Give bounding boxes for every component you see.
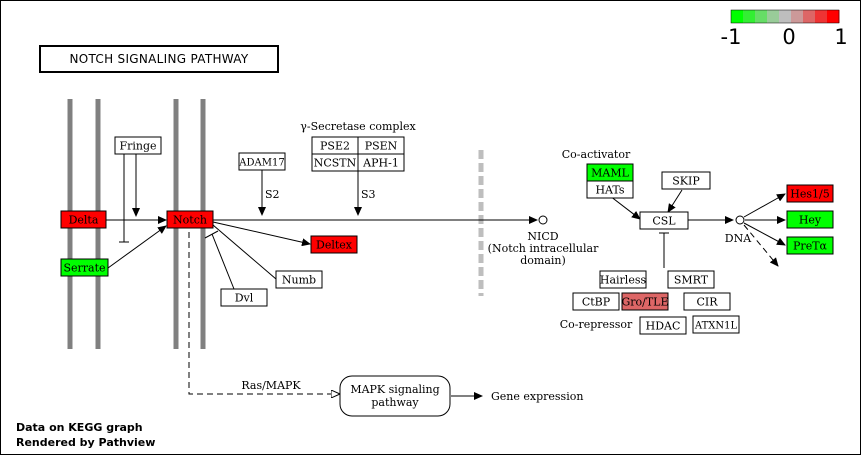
gene-pretalpha[interactable]: PreTα — [786, 236, 834, 255]
gene-hdac[interactable]: HDAC — [639, 316, 687, 335]
gene-label: Hey — [799, 214, 822, 227]
gene-label: Fringe — [119, 140, 156, 153]
mapk-pathway-node[interactable]: MAPK signaling pathway — [339, 375, 451, 417]
gene-label: CSL — [652, 215, 676, 228]
legend-mid-label: 0 — [782, 25, 795, 49]
gene-label: Gro/TLE — [621, 296, 668, 309]
gene-label: CIR — [696, 296, 718, 309]
gene-notch[interactable]: Notch — [166, 210, 214, 229]
gene-ctbp[interactable]: CtBP — [572, 292, 620, 311]
corepressor-label: Co-repressor — [560, 318, 633, 331]
gene-label: APH-1 — [362, 157, 399, 170]
gene-ncstn[interactable]: NCSTN — [311, 153, 359, 172]
legend-swatch — [803, 10, 816, 23]
rasmapk-label: Ras/MAPK — [241, 379, 301, 392]
s2-label: S2 — [265, 188, 280, 201]
footer-line1: Data on KEGG graph — [16, 421, 143, 434]
gene-label: Deltex — [316, 239, 353, 252]
gene-label: Hairless — [600, 274, 647, 287]
mapk-label-line1: MAPK signaling — [350, 383, 439, 396]
dna-label: DNA — [725, 232, 752, 245]
gene-label: SMRT — [674, 274, 709, 287]
page-title: NOTCH SIGNALING PATHWAY — [69, 52, 248, 66]
gene-fringe[interactable]: Fringe — [114, 136, 162, 155]
gene-expression-label: Gene expression — [491, 390, 583, 403]
legend-swatch — [815, 10, 828, 23]
gene-grotle[interactable]: Gro/TLE — [621, 292, 669, 311]
gene-hes15[interactable]: Hes1/5 — [786, 184, 834, 203]
gene-label: Serrate — [63, 262, 105, 275]
gene-maml[interactable]: MAML — [586, 163, 634, 182]
color-legend: -1 0 1 — [721, 9, 848, 49]
gene-adam17[interactable]: ADAM17 — [238, 152, 286, 171]
gene-atxn1l[interactable]: ATXN1L — [692, 315, 740, 334]
s3-label: S3 — [361, 188, 376, 201]
nicd-label: NICD — [527, 230, 558, 243]
gene-label: ATXN1L — [694, 321, 738, 332]
gene-skip[interactable]: SKIP — [661, 171, 711, 190]
legend-swatch — [827, 10, 840, 23]
legend-max-label: 1 — [834, 25, 847, 49]
gene-psen[interactable]: PSEN — [357, 136, 405, 155]
gene-hats[interactable]: HATs — [586, 180, 634, 199]
legend-swatch — [755, 10, 768, 23]
nicd-label-line2: (Notch intracellular — [488, 242, 599, 255]
gene-cir[interactable]: CIR — [683, 292, 731, 311]
gene-label: Notch — [173, 214, 207, 227]
title-box: NOTCH SIGNALING PATHWAY — [39, 45, 279, 73]
gene-label: HATs — [595, 184, 624, 197]
gene-label: PSE2 — [320, 140, 350, 153]
gene-deltex[interactable]: Deltex — [310, 235, 358, 254]
gene-label: HDAC — [646, 320, 681, 333]
nicd-label-line3: domain) — [520, 254, 566, 267]
gene-label: Hes1/5 — [790, 188, 829, 201]
coactivator-label: Co-activator — [562, 148, 631, 161]
gene-delta[interactable]: Delta — [60, 210, 107, 229]
gene-label: ADAM17 — [238, 158, 284, 169]
legend-swatch — [779, 10, 792, 23]
gene-smrt[interactable]: SMRT — [667, 270, 715, 289]
gene-label: Delta — [69, 214, 99, 227]
gene-label: SKIP — [672, 175, 700, 188]
gene-serrate[interactable]: Serrate — [60, 258, 109, 277]
legend-swatch — [743, 10, 756, 23]
gene-label: CtBP — [582, 296, 611, 309]
footer-line2: Rendered by Pathview — [16, 436, 155, 449]
gene-label: PreTα — [793, 240, 828, 253]
gene-aph1[interactable]: APH-1 — [357, 153, 405, 172]
gene-numb[interactable]: Numb — [275, 270, 323, 289]
gene-label: Dvl — [235, 292, 254, 305]
gene-label: NCSTN — [314, 157, 357, 170]
gene-label: PSEN — [365, 140, 398, 153]
gene-csl[interactable]: CSL — [639, 211, 689, 230]
gamma-secretase-label: γ-Secretase complex — [300, 120, 416, 133]
legend-swatch — [731, 10, 744, 23]
gene-dvl[interactable]: Dvl — [220, 288, 268, 307]
legend-swatch — [767, 10, 780, 23]
gene-label: Numb — [282, 274, 316, 287]
gene-pse2[interactable]: PSE2 — [311, 136, 359, 155]
legend-swatch — [791, 10, 804, 23]
legend-min-label: -1 — [721, 25, 742, 49]
edges — [106, 154, 786, 400]
gene-label: MAML — [591, 167, 629, 180]
gene-hairless[interactable]: Hairless — [599, 270, 647, 289]
mapk-label-line2: pathway — [371, 396, 419, 409]
gene-hey[interactable]: Hey — [786, 210, 834, 229]
